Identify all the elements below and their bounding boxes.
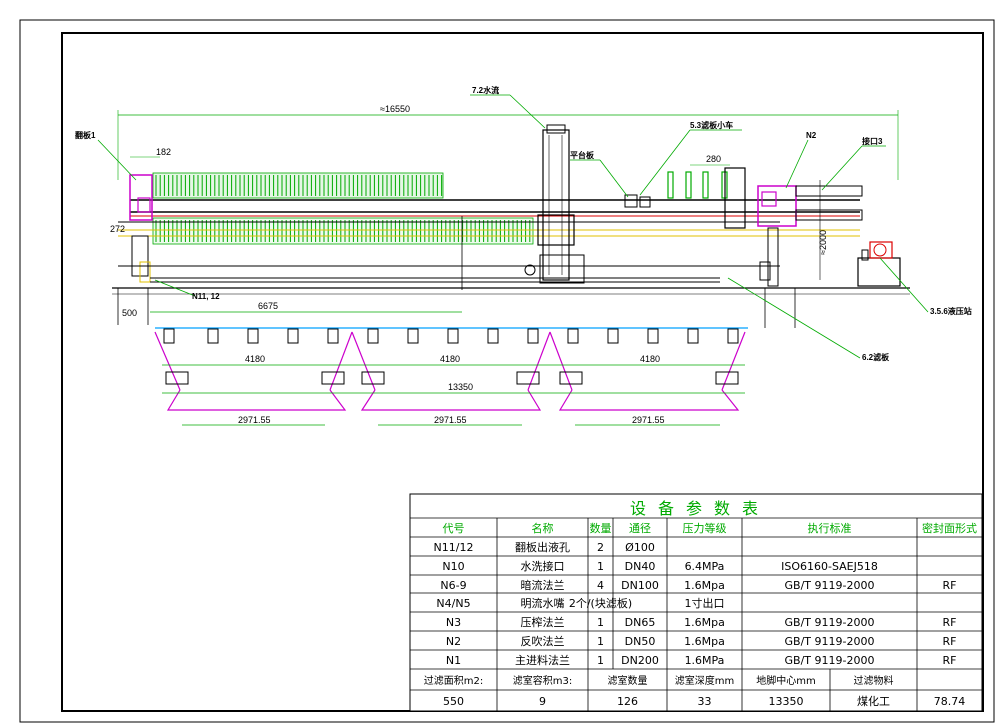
label-hydraulic: 3.5.6液压站 [930,306,972,316]
table-header: 数量 [590,522,612,535]
table-cell: RF [943,635,957,648]
tail-assembly [724,167,746,229]
table-cell: GB/T 9119-2000 [785,616,875,629]
filter-press-elevation: ≈16550 182 [75,85,972,362]
table-cell: 1 [597,635,604,648]
filter-plates-top [152,172,444,199]
parameter-table: 设备参数表 代号 名称 数量 通径 压力等级 执行标准 密封面形式 N11/12 翻板出液孔 2 Ø… [409,493,983,712]
dim-total: 13350 [448,382,473,392]
table-cell: 2个/(块滤板) [569,596,632,610]
table-cell: Ø100 [625,541,655,554]
table-cell: N4/N5 [436,597,470,610]
table-cell: GB/T 9119-2000 [785,635,875,648]
dim-span-1: 4180 [245,354,265,364]
table-cell: RF [943,654,957,667]
summary-value: 9 [539,695,546,708]
dim-500: 500 [122,308,137,318]
label-left: 翻板1 [75,130,96,140]
table-cell: 翻板出液孔 [515,540,570,554]
dim-sub-1: 2971.55 [238,415,271,425]
wash-tower [542,129,570,281]
table-cell: 暗流法兰 [521,578,565,592]
table-cell: N2 [446,635,461,648]
table-cell: 1.6Mpa [684,579,725,592]
table-cell: 6.4MPa [685,560,725,573]
dim-sub-2: 2971.55 [434,415,467,425]
summary-value: 126 [617,695,638,708]
table-cell: 1.6MPa [685,654,725,667]
table-cell: 1.6Mpa [684,635,725,648]
table-header: 名称 [532,521,554,535]
table-cell: GB/T 9119-2000 [785,654,875,667]
table-cell: 4 [597,579,604,592]
table-cell: 1 [597,560,604,573]
label-right: 接口3 [862,136,883,146]
table-cell: 水洗接口 [521,560,565,573]
dim-6675: 6675 [258,301,278,311]
dim-span-2: 4180 [440,354,460,364]
table-cell: 主进料法兰 [515,653,570,667]
dim-2000: ≈2000 [818,230,828,255]
hydraulic-station [857,257,901,287]
summary-value: 550 [443,695,464,708]
dim-sub-3: 2971.55 [632,415,665,425]
label-vehicle: 5.3滤板小车 [690,120,733,130]
drip-tray-view: 4180 4180 4180 13350 2971.55 2971.55 297… [154,327,748,426]
table-cell: N3 [446,616,461,629]
label-bottom: 6.2滤板 [862,352,890,362]
table-cell: GB/T 9119-2000 [785,579,875,592]
dim-overall: ≈16550 [380,104,410,114]
table-cell: DN200 [621,654,659,667]
dim-272: 272 [110,224,125,234]
summary-label: 过滤面积m2: [424,674,483,687]
table-header: 通径 [629,522,651,535]
table-cell: N6-9 [440,579,466,592]
summary-label: 滤室容积m3: [513,674,572,687]
label-n2: N2 [806,131,817,140]
table-cell: RF [943,616,957,629]
label-n11: N11, 12 [192,292,220,301]
summary-value: 煤化工 [857,694,890,708]
label-top-flow: 7.2水流 [472,85,499,95]
table-header: 代号 [443,522,465,535]
table-header: 密封面形式 [922,521,977,535]
table-cell: 反吹法兰 [521,634,565,648]
outer-border [19,19,995,723]
table-cell: ISO6160-SAEJ518 [781,560,878,573]
table-cell: 1寸出口 [685,596,725,610]
table-header: 执行标准 [808,521,852,535]
summary-value: 78.74 [934,695,966,708]
table-cell: 1.6Mpa [684,616,725,629]
table-cell: DN100 [621,579,659,592]
head-plate [129,174,153,221]
table-cell: DN65 [625,616,656,629]
dim-182: 182 [156,147,171,157]
table-cell: 1 [597,654,604,667]
table-cell: 压榨法兰 [521,615,565,629]
dim-280: 280 [706,154,721,164]
table-cell: N10 [442,560,464,573]
summary-value: 33 [698,695,712,708]
table-cell: N11/12 [434,541,474,554]
table-cell: 2 [597,541,604,554]
table-cell: N1 [446,654,461,667]
table-cell: DN50 [625,635,656,648]
summary-label: 滤室数量 [608,674,648,687]
table-cell: 明流水嘴 [521,596,565,610]
table-cell: RF [943,579,957,592]
summary-label: 地脚中心mm [756,674,815,687]
table-cell: 1 [597,616,604,629]
dim-span-3: 4180 [640,354,660,364]
label-platform: 平台板 [570,150,595,160]
summary-value: 13350 [769,695,804,708]
table-title: 设备参数表 [630,499,770,518]
table-header: 压力等级 [683,521,727,535]
table-cell: DN40 [625,560,656,573]
summary-label: 滤室深度mm [675,674,734,687]
summary-label: 过滤物料 [854,674,894,687]
